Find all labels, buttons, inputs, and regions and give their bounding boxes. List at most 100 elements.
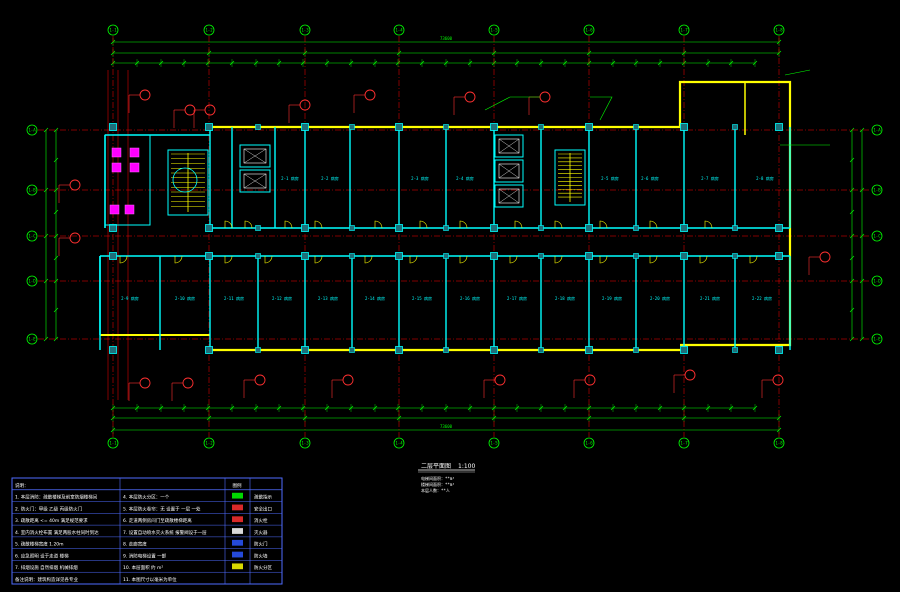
toilet-fixture (129, 147, 140, 158)
annotation-circle (819, 251, 831, 263)
secondary-column (443, 124, 449, 130)
legend-swatch (232, 516, 243, 523)
door-swing (514, 220, 523, 229)
drawing-title: 二层平面图 (421, 463, 451, 470)
annotations (58, 69, 831, 401)
table-cell-note: 1. 本层消防：疏散楼梯及前室防烟楼梯间 (15, 494, 98, 501)
door-swing (749, 255, 758, 264)
table-cell-note: 6. 走道两侧房间门至疏散楼梯距离 (123, 517, 192, 524)
legend-swatch (232, 539, 243, 546)
door-swing (364, 255, 373, 264)
room-label: 2-7 病房 (701, 175, 719, 181)
toilet-fixture (111, 162, 122, 173)
structural-column (680, 346, 688, 354)
table-cell-note: 10. 本层面积 约 m² (123, 564, 163, 571)
legend-swatch (232, 492, 243, 499)
table-cell-note: 备注说明：建筑构造详见各专业 (15, 576, 78, 583)
axis-bubble: 1-D (26, 275, 38, 287)
secondary-column (349, 225, 355, 231)
axis-bubble-circle (203, 437, 215, 449)
axis-bubble-circle (299, 437, 311, 449)
axis-bubble: 1-1 (107, 24, 119, 36)
structural-column (301, 252, 309, 260)
secondary-column (349, 253, 355, 259)
room-label: 2-1 病房 (281, 175, 299, 181)
stair-outline (554, 149, 586, 206)
axis-bubble-circle (773, 437, 785, 449)
room-label: 2-2 病房 (321, 175, 339, 181)
axis-bubble: 1-E (26, 333, 38, 345)
secondary-column (538, 124, 544, 130)
structural-column (490, 252, 498, 260)
secondary-column (538, 225, 544, 231)
axis-bubble-circle (26, 275, 38, 287)
annotation-tag (331, 374, 354, 398)
structural-column (109, 346, 117, 354)
table-cell-note: 3. 疏散距离 <= 40m 满足规范要求 (15, 517, 88, 524)
door-swing (699, 255, 708, 264)
door-swing (459, 255, 468, 264)
annotation-circle (684, 369, 696, 381)
structural-column (301, 224, 309, 232)
annotation-circle (772, 374, 784, 386)
structural-column (775, 123, 783, 131)
annotation-tag (808, 251, 831, 275)
axis-bubble-label: 1-D (873, 279, 881, 284)
elevator (494, 159, 524, 183)
door-swing (119, 255, 128, 264)
door-swing (314, 220, 323, 229)
structural-column (205, 346, 213, 354)
axis-bubble-label: 1-1 (109, 28, 117, 33)
axis-bubble-label: 1-5 (490, 441, 498, 446)
structural-column (775, 346, 783, 354)
secondary-column (633, 225, 639, 231)
axis-bubble-circle (871, 230, 883, 242)
stair (554, 149, 586, 206)
elevator-shaft (494, 184, 524, 208)
axis-bubble-label: 1-B (28, 188, 36, 193)
structural-column (490, 123, 498, 131)
annotation-tag (173, 104, 196, 128)
axis-bubble-label: 1-3 (301, 28, 309, 33)
room-label: 2-13 病房 (318, 295, 338, 301)
elevator-car (243, 173, 267, 189)
axis-bubble-label: 1-2 (205, 441, 213, 446)
table-cell-note: 11. 本图尺寸以毫米为单位 (123, 576, 177, 583)
axis-bubble: 1-E (871, 333, 883, 345)
dimension-tick (859, 336, 865, 342)
secondary-column (349, 124, 355, 130)
axis-bubble: 1-4 (393, 437, 405, 449)
table-cell-note: 6. 应急照明 设于走道 楼梯 (15, 552, 69, 559)
secondary-column (349, 347, 355, 353)
structural-column (775, 224, 783, 232)
annotation-tag (128, 377, 151, 401)
axis-bubble-label: 1-E (873, 337, 881, 342)
door-swing (224, 255, 233, 264)
legend-swatch (232, 504, 243, 511)
elevator-shaft (239, 144, 271, 168)
axis-bubble-label: 1-2 (205, 28, 213, 33)
axis-bubble-label: 1-1 (109, 441, 117, 446)
axis-bubble: 1-4 (393, 24, 405, 36)
axis-bubble-circle (488, 24, 500, 36)
secondary-column (255, 253, 261, 259)
dimension-tick (53, 127, 59, 133)
axis-bubble-label: 1-6 (585, 28, 593, 33)
dimension-tick (53, 209, 59, 215)
table-cell-legend: 防火门 (254, 541, 268, 548)
annotation-tag (453, 91, 476, 115)
secondary-column (443, 253, 449, 259)
door-swing (649, 255, 658, 264)
structural-column (775, 252, 783, 260)
axis-bubble-circle (393, 437, 405, 449)
callout-leader (784, 69, 811, 76)
room-label: 2-8 病房 (756, 175, 774, 181)
axis-bubble-label: 1-C (28, 234, 36, 239)
axis-bubble: 1-7 (678, 437, 690, 449)
legend-swatch (232, 528, 243, 534)
room-label: 2-4 病房 (456, 175, 474, 181)
room-label: 2-5 病房 (601, 175, 619, 181)
